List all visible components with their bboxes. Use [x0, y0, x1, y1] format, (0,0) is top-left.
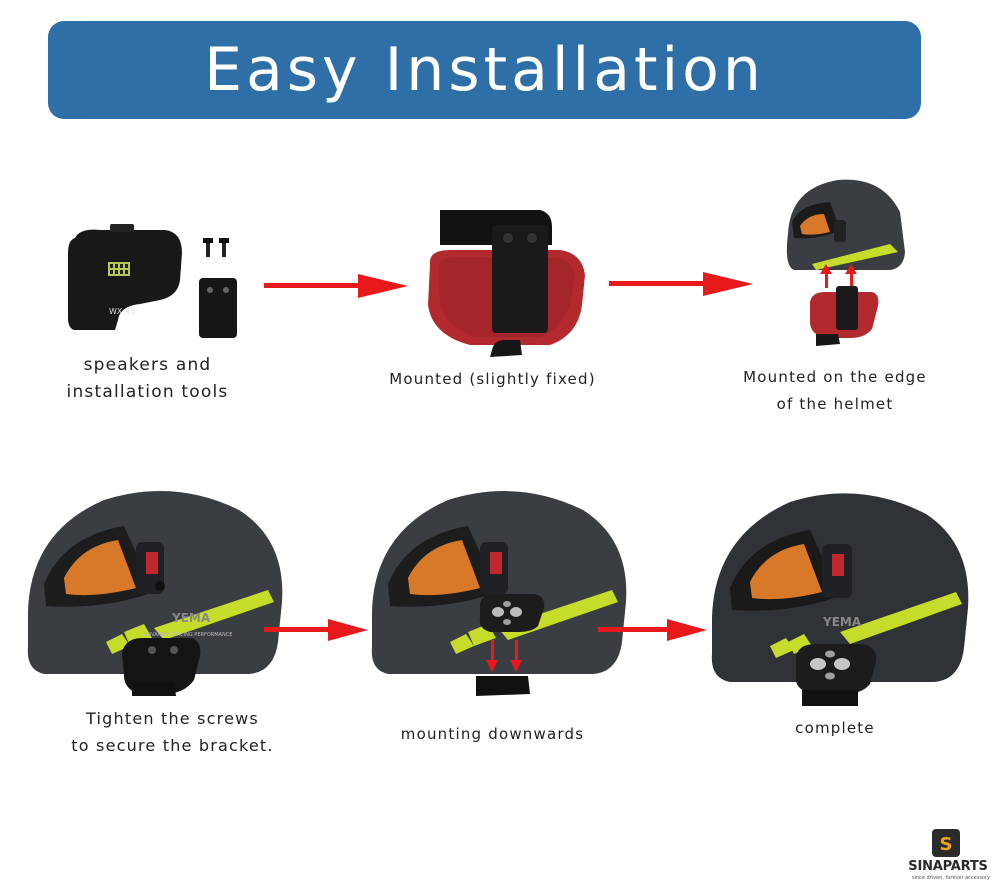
- step4-caption: Tighten the screws to secure the bracket…: [71, 709, 274, 755]
- step3-caption: Mounted on the edge of the helmet: [743, 368, 927, 413]
- svg-text:YEMA: YEMA: [822, 615, 862, 629]
- helmet-complete-image: YEMA: [711, 493, 969, 706]
- step6-caption: complete: [795, 719, 875, 737]
- brand-name: SINAPARTS: [908, 859, 988, 874]
- svg-text:S: S: [940, 834, 953, 855]
- small-helmet-with-bracket-image: [786, 179, 905, 346]
- title-banner: Easy Installation: [48, 21, 921, 119]
- arrow-icon: [264, 619, 368, 641]
- page-title: Easy Installation: [204, 35, 765, 105]
- brand-logo: S SINAPARTS since driven, forever access…: [900, 828, 996, 884]
- speaker-model-label: WX-R5: [109, 307, 136, 316]
- speakers-and-tools-image: WX-R5: [68, 224, 237, 338]
- arrow-icon: [609, 272, 753, 296]
- step2-caption: Mounted (slightly fixed): [389, 370, 596, 388]
- arrow-icon: [264, 274, 408, 298]
- helmet-bracket-screwed-image: YEMA ADVANCED RACING PERFORMANCE: [27, 491, 283, 696]
- step1-caption: speakers and installation tools: [66, 355, 229, 402]
- helmet-graphic-text: ADVANCED RACING PERFORMANCE: [144, 632, 232, 638]
- brand-shield-icon: S: [932, 829, 960, 857]
- brand-tagline: since driven, forever accessory: [911, 875, 991, 881]
- helmet-logo-text: YEMA: [171, 611, 211, 625]
- arrow-icon: [598, 619, 707, 641]
- helmet-intercom-mounting-image: [371, 491, 627, 696]
- bracket-mounted-image: [428, 210, 585, 357]
- step5-caption: mounting downwards: [400, 725, 585, 743]
